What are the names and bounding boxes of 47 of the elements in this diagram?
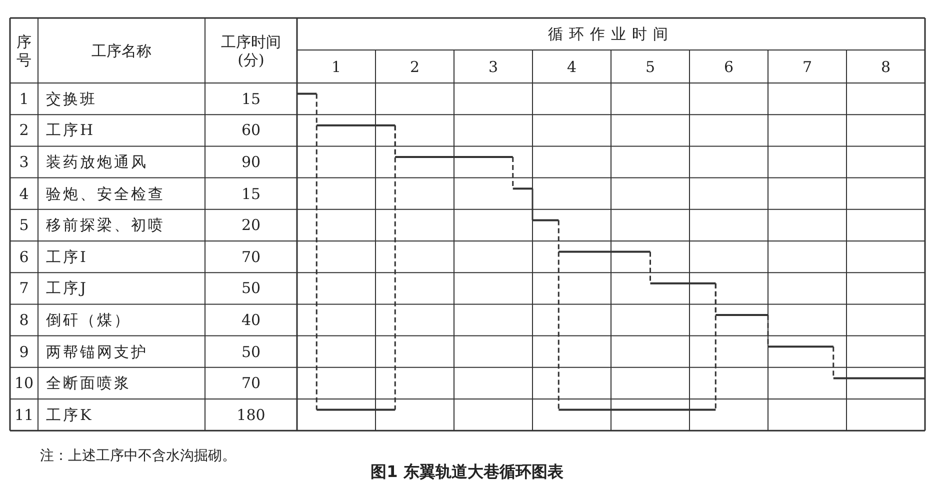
figure-caption: 图1 东翼轨道大巷循环图表 [370,462,564,482]
row-number: 8 [19,310,29,329]
note-text: 注：上述工序中不含水沟掘砌。 [40,448,236,465]
process-name: 工序J [46,279,88,298]
row-number: 11 [14,406,34,424]
row-number: 3 [19,152,29,171]
column-header: 序号 [16,32,32,68]
row-number: 7 [19,279,29,298]
process-duration: 70 [241,248,261,266]
process-duration: 90 [241,152,261,171]
process-name: 工序H [46,121,96,140]
column-header: 工序时间(分) [220,32,282,68]
process-name: 交换班 [46,90,97,108]
process-duration: 50 [241,279,261,298]
process-name: 移前探梁、初喷 [46,216,165,234]
hour-number: 3 [488,58,498,76]
hour-number: 2 [410,58,420,76]
row-number: 6 [19,248,29,266]
row-number: 1 [19,90,29,108]
hour-number: 6 [724,58,734,76]
row-number: 2 [19,121,29,140]
process-duration: 70 [241,374,261,392]
process-duration: 15 [241,90,261,108]
process-name: 工序K [46,406,94,424]
process-name: 倒矸（煤） [46,310,131,329]
hour-number: 8 [880,58,891,76]
column-header: 循环作业时间 [548,25,674,43]
hour-number: 7 [802,58,812,76]
column-header: 工序名称 [92,42,152,60]
process-name: 装药放炮通风 [46,152,148,171]
hour-number: 1 [331,58,342,76]
process-duration: 180 [236,406,266,424]
process-name: 全断面喷浆 [46,374,131,392]
hour-number: 4 [566,58,577,76]
process-name: 验炮、安全检查 [46,184,165,203]
row-number: 9 [19,342,29,361]
process-duration: 15 [241,184,261,203]
hour-number: 5 [645,58,656,76]
process-duration: 50 [241,342,261,361]
process-name: 两帮锚网支护 [46,342,148,361]
row-number: 10 [14,374,34,392]
process-duration: 40 [241,310,261,329]
process-duration: 60 [241,121,261,140]
process-duration: 20 [241,216,261,234]
process-name: 工序I [46,248,88,266]
row-number: 5 [19,216,29,234]
row-number: 4 [19,184,29,203]
